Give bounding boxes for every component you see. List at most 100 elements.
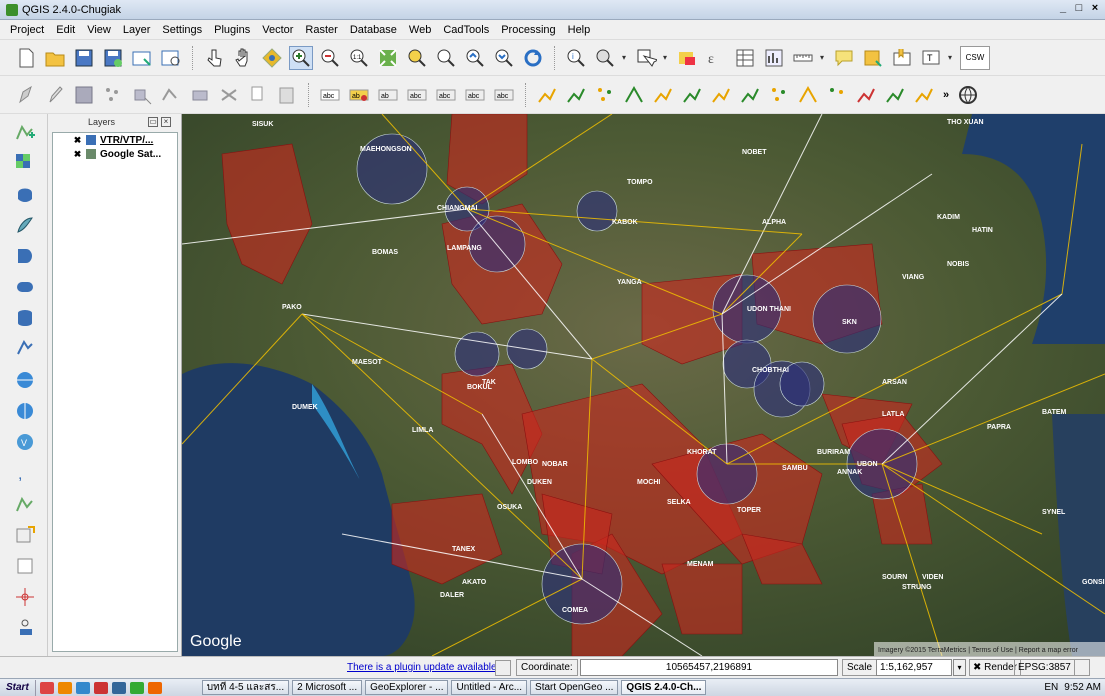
select-icon[interactable] [593,46,617,70]
zoom-full-icon[interactable] [376,46,400,70]
new-composer-icon[interactable] [130,46,154,70]
save-as-icon[interactable] [101,46,125,70]
add-wms-layer-icon[interactable] [12,367,38,393]
label-pin-icon[interactable]: ab [347,83,371,107]
touch-zoom-icon[interactable] [202,46,226,70]
taskbar-item[interactable]: บทที่ 4-5 และสร... [201,680,290,695]
app-icon-3[interactable] [129,681,144,694]
label-highlight-icon[interactable]: ab [376,83,400,107]
zoom-actual-icon[interactable]: 1:1 [347,46,371,70]
add-oracle-layer-icon[interactable] [12,274,38,300]
crs-button[interactable]: EPSG:3857 [1014,659,1075,676]
layer-item[interactable]: ✖ Google Sat... [53,147,177,161]
menu-settings[interactable]: Settings [162,23,203,36]
deselect-icon[interactable] [634,46,658,70]
annotation-dropdown-icon[interactable]: ▾ [948,53,953,62]
text-annotation-icon[interactable]: T [919,46,943,70]
app-icon-4[interactable] [147,681,162,694]
add-gps-layer-icon[interactable] [12,491,38,517]
add-postgis-layer-icon[interactable] [12,181,38,207]
open-project-icon[interactable] [43,46,67,70]
field-calculator-icon[interactable]: ε [704,46,728,70]
add-delimited-text-icon[interactable]: , [12,460,38,486]
taskbar-item[interactable]: Start OpenGeo ... [530,680,619,695]
add-db-layer-icon[interactable] [12,305,38,331]
layer-visibility-checkbox[interactable]: ✖ [73,148,82,159]
scale-dropdown-icon[interactable]: ▾ [953,659,966,676]
menu-vector[interactable]: Vector [262,23,294,36]
zoom-last-icon[interactable] [463,46,487,70]
refresh-icon[interactable] [521,46,545,70]
zoom-layer-icon[interactable] [434,46,458,70]
firefox-icon[interactable] [57,681,72,694]
menu-database[interactable]: Database [349,23,397,36]
label-abc-icon[interactable]: abc [318,83,342,107]
menu-project[interactable]: Project [10,23,45,36]
show-bookmarks-icon[interactable] [890,46,914,70]
save-edits-icon[interactable] [72,83,96,107]
measure-dropdown-icon[interactable]: ▾ [820,53,825,62]
add-mssql-layer-icon[interactable] [12,243,38,269]
add-wfs-layer-icon[interactable]: V [12,429,38,455]
csw-icon[interactable]: CSW [960,45,990,70]
add-raster-layer-icon[interactable] [12,150,38,176]
snap-tool-3-icon[interactable] [593,83,617,107]
select-dropdown-icon[interactable]: ▾ [622,53,627,62]
label-move-icon[interactable]: abc [405,83,429,107]
gps-tool-icon[interactable] [12,584,38,610]
plugin-update-link[interactable]: There is a plugin update available [347,662,497,673]
menu-processing[interactable]: Processing [501,23,556,36]
save-project-icon[interactable] [72,46,96,70]
delete-selected-icon[interactable] [188,83,212,107]
move-feature-icon[interactable] [130,83,154,107]
ie-icon[interactable] [75,681,90,694]
add-virtual-layer-icon[interactable] [12,336,38,362]
label-change-icon[interactable]: abc [463,83,487,107]
georeferencer-icon[interactable] [12,615,38,641]
taskbar-item[interactable]: Untitled - Arc... [451,680,528,695]
taskbar-item-active[interactable]: QGIS 2.4.0-Ch... [621,680,707,695]
snap-tool-4-icon[interactable] [622,83,646,107]
start-button[interactable]: Start [0,679,36,696]
zoom-in-icon[interactable] [289,45,313,70]
layer-item[interactable]: ✖ VTR/VTP/... [53,133,177,147]
language-indicator[interactable]: EN [1044,682,1059,693]
snap-tool-5-icon[interactable] [651,83,675,107]
zoom-selection-icon[interactable] [405,46,429,70]
render-checkbox[interactable]: ✖ Render [969,659,1021,676]
pan-icon[interactable] [231,46,255,70]
snap-tool-11-icon[interactable] [825,83,849,107]
scale-field[interactable]: 1:5,162,957 [876,659,952,676]
snap-tool-6-icon[interactable] [680,83,704,107]
attribute-table-icon[interactable] [733,46,757,70]
pan-to-selection-icon[interactable] [260,46,284,70]
current-edits-icon[interactable] [14,83,38,107]
snap-tool-13-icon[interactable] [883,83,907,107]
deselect-dropdown-icon[interactable]: ▾ [663,53,668,62]
map-svg[interactable]: SISUKMAEHONGSONCHIANGMAILAMPANGBOMASTAKP… [182,114,1105,656]
snap-tool-10-icon[interactable] [796,83,820,107]
panel-float-button[interactable]: ▭ [148,117,158,127]
messages-icon[interactable] [1074,659,1090,676]
app-icon-1[interactable] [93,681,108,694]
label-show-icon[interactable]: abc [492,83,516,107]
panel-close-button[interactable]: × [161,117,171,127]
snap-tool-8-icon[interactable] [738,83,762,107]
coordinate-field[interactable]: 10565457,2196891 [580,659,838,676]
menu-view[interactable]: View [87,23,111,36]
snap-tool-14-icon[interactable] [912,83,936,107]
snap-tool-1-icon[interactable] [535,83,559,107]
copy-features-icon[interactable] [246,83,270,107]
menu-web[interactable]: Web [408,23,432,36]
minimize-button[interactable]: _ [1059,2,1067,14]
menu-cadtools[interactable]: CadTools [443,23,490,36]
toggle-editing-icon[interactable] [43,83,67,107]
identify-icon[interactable]: i [564,46,588,70]
new-shapefile-icon[interactable] [12,522,38,548]
zoom-next-icon[interactable] [492,46,516,70]
statistics-icon[interactable] [762,46,786,70]
new-project-icon[interactable] [14,46,38,70]
maximize-button[interactable]: □ [1075,2,1083,14]
close-button[interactable]: × [1091,2,1099,14]
